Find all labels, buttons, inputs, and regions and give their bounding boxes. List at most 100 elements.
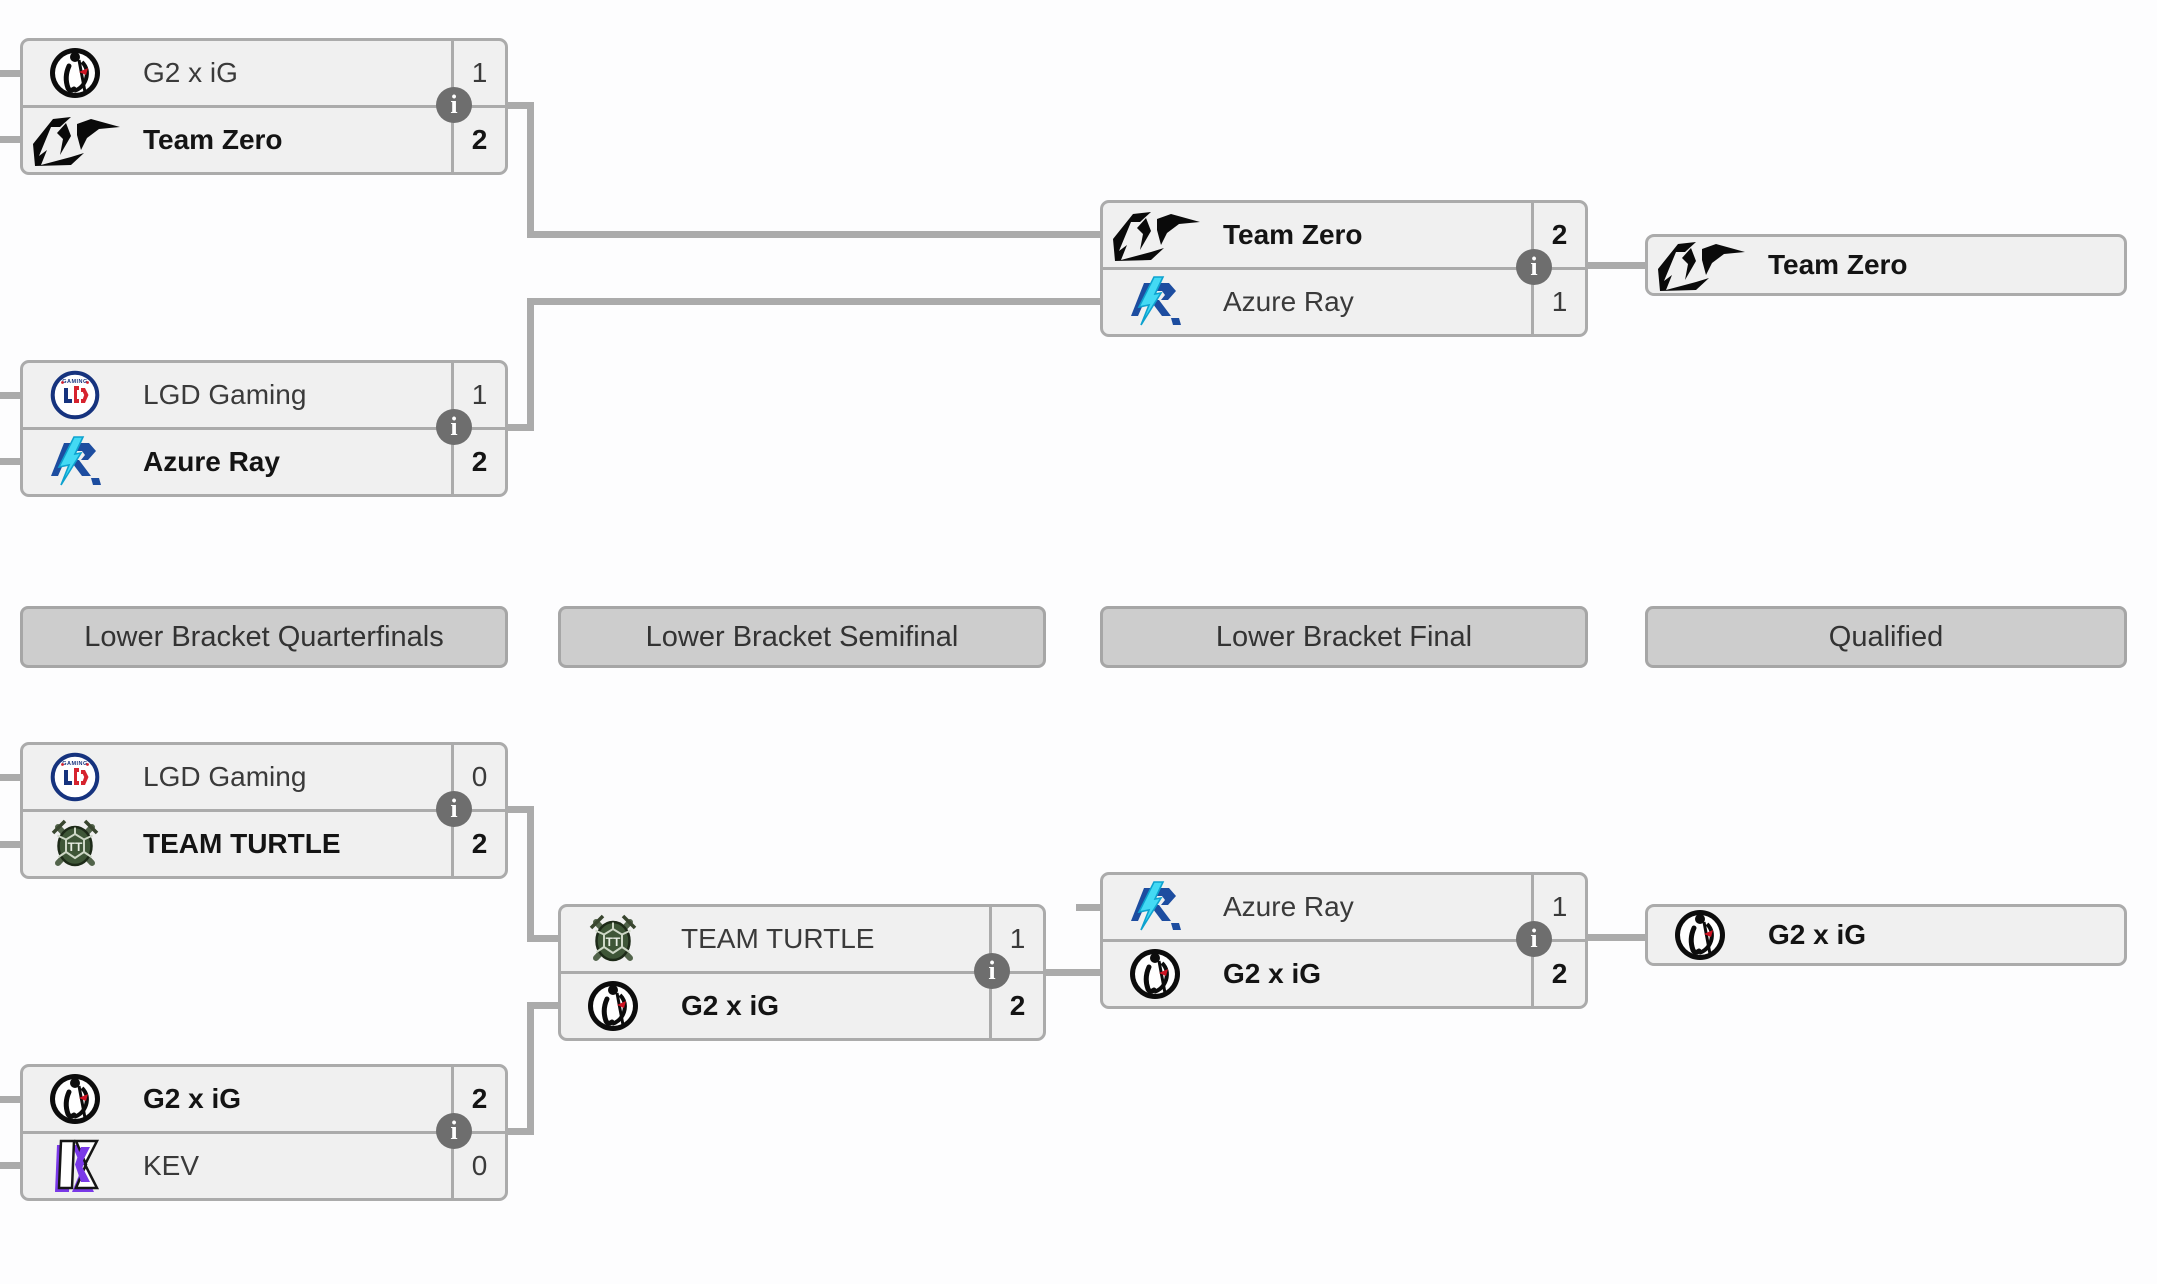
svg-text:GAMING: GAMING: [62, 761, 88, 767]
info-glyph: i: [988, 956, 996, 985]
connector-line: [0, 1096, 22, 1103]
team-score: 0: [451, 745, 505, 809]
team-score: 2: [451, 430, 505, 494]
svg-text:TT: TT: [68, 840, 83, 854]
team-row[interactable]: G2 x iG 2: [1103, 939, 1585, 1006]
match-upper-semifinal-1: G2 x iG 1 Team Zero 2: [20, 38, 508, 175]
info-glyph: i: [1530, 924, 1538, 953]
connector-line: [1585, 262, 1647, 269]
team-turtle-logo-icon: TT: [23, 812, 127, 876]
header-lower-bracket-semifinal: Lower Bracket Semifinal: [558, 606, 1046, 668]
match-info-icon[interactable]: i: [1516, 249, 1552, 285]
team-score: 1: [451, 363, 505, 427]
team-score: 2: [989, 974, 1043, 1038]
team-name[interactable]: G2 x iG: [681, 990, 780, 1021]
match-info-icon[interactable]: i: [436, 409, 472, 445]
match-info-icon[interactable]: i: [436, 1113, 472, 1149]
team-name[interactable]: Azure Ray: [143, 446, 280, 477]
header-label: Lower Bracket Semifinal: [645, 620, 959, 653]
qualified-team-lower[interactable]: G2 x iG: [1645, 904, 2127, 966]
match-lower-final: Azure Ray 1 G2 x iG 2: [1100, 872, 1588, 1009]
kev-logo-icon: [23, 1134, 127, 1198]
g2-x-ig-logo-icon: [1648, 907, 1752, 963]
info-glyph: i: [450, 794, 458, 823]
team-zero-logo-icon: [1648, 237, 1752, 293]
g2-x-ig-logo-icon: [1103, 942, 1207, 1006]
info-glyph: i: [1530, 252, 1538, 281]
team-row[interactable]: TT TEAM TURTLE 2: [23, 809, 505, 876]
team-score: 2: [451, 108, 505, 172]
team-row[interactable]: GAMING LGD Gaming 0: [23, 745, 505, 809]
info-glyph: i: [450, 412, 458, 441]
connector-line: [506, 806, 534, 813]
team-name[interactable]: Azure Ray: [1223, 286, 1354, 317]
connector-line: [506, 102, 534, 109]
team-name[interactable]: LGD Gaming: [143, 379, 307, 410]
connector-line: [0, 458, 22, 465]
team-score: 2: [451, 812, 505, 876]
team-row[interactable]: Azure Ray 1: [1103, 875, 1585, 939]
header-label: Lower Bracket Quarterfinals: [84, 620, 444, 653]
g2-x-ig-logo-icon: [23, 1067, 127, 1131]
connector-line: [1585, 934, 1645, 941]
team-row[interactable]: G2 x iG 1: [23, 41, 505, 105]
connector-line: [0, 70, 22, 77]
team-name[interactable]: KEV: [143, 1150, 200, 1181]
team-row[interactable]: G2 x iG 2: [561, 971, 1043, 1038]
team-row[interactable]: TT TEAM TURTLE 1: [561, 907, 1043, 971]
match-lower-quarterfinal-1: GAMING LGD Gaming 0 TT TEAM TURTLE 2: [20, 742, 508, 879]
match-info-icon[interactable]: i: [436, 791, 472, 827]
header-lower-bracket-final: Lower Bracket Final: [1100, 606, 1588, 668]
match-upper-semifinal-2: GAMING LGD Gaming 1 Azure Ray 2: [20, 360, 508, 497]
team-name[interactable]: Team Zero: [1768, 249, 1908, 280]
lgd-gaming-logo-icon: GAMING: [23, 363, 127, 427]
team-score: 2: [1531, 203, 1585, 267]
team-row[interactable]: Azure Ray 2: [23, 427, 505, 494]
match-info-icon[interactable]: i: [1516, 921, 1552, 957]
header-label: Lower Bracket Final: [1215, 620, 1473, 653]
connector-line: [0, 841, 22, 848]
connector-line: [527, 231, 1100, 238]
team-row[interactable]: Team Zero 2: [23, 105, 505, 172]
header-qualified: Qualified: [1645, 606, 2127, 668]
team-score: 1: [1531, 270, 1585, 334]
team-name[interactable]: G2 x iG: [1768, 919, 1867, 950]
connector-line: [0, 392, 22, 399]
team-score: 2: [1531, 942, 1585, 1006]
team-score: 1: [989, 907, 1043, 971]
connector-line: [0, 1162, 22, 1169]
connector-line: [1043, 969, 1100, 976]
match-info-icon[interactable]: i: [436, 87, 472, 123]
team-score: 0: [451, 1134, 505, 1198]
team-row[interactable]: KEV 0: [23, 1131, 505, 1198]
team-row[interactable]: Team Zero 2: [1103, 203, 1585, 267]
connector-line: [527, 935, 560, 942]
team-name[interactable]: G2 x iG: [143, 1083, 242, 1114]
qualified-team-upper[interactable]: Team Zero: [1645, 234, 2127, 296]
team-row[interactable]: Azure Ray 1: [1103, 267, 1585, 334]
team-name[interactable]: Team Zero: [1223, 219, 1363, 250]
team-name[interactable]: G2 x iG: [143, 57, 238, 88]
connector-line: [0, 774, 22, 781]
match-upper-final: Team Zero 2 Azure Ray 1: [1100, 200, 1588, 337]
team-name[interactable]: TEAM TURTLE: [681, 923, 875, 954]
connector-line: [527, 806, 534, 942]
team-name[interactable]: Azure Ray: [1223, 891, 1354, 922]
team-zero-logo-icon: [1103, 203, 1207, 267]
connector-line: [527, 298, 1100, 305]
team-name[interactable]: TEAM TURTLE: [143, 828, 341, 859]
team-name[interactable]: LGD Gaming: [143, 761, 307, 792]
team-row[interactable]: GAMING LGD Gaming 1: [23, 363, 505, 427]
connector-line: [527, 102, 534, 238]
team-name[interactable]: Team Zero: [143, 124, 283, 155]
team-score: 2: [451, 1067, 505, 1131]
team-row[interactable]: G2 x iG 2: [23, 1067, 505, 1131]
team-zero-logo-icon: [23, 108, 127, 172]
connector-line: [527, 1002, 534, 1135]
team-name[interactable]: G2 x iG: [1223, 958, 1322, 989]
match-info-icon[interactable]: i: [974, 953, 1010, 989]
info-glyph: i: [450, 90, 458, 119]
svg-text:GAMING: GAMING: [62, 379, 88, 385]
match-lower-semifinal: TT TEAM TURTLE 1 G2 x iG 2: [558, 904, 1046, 1041]
